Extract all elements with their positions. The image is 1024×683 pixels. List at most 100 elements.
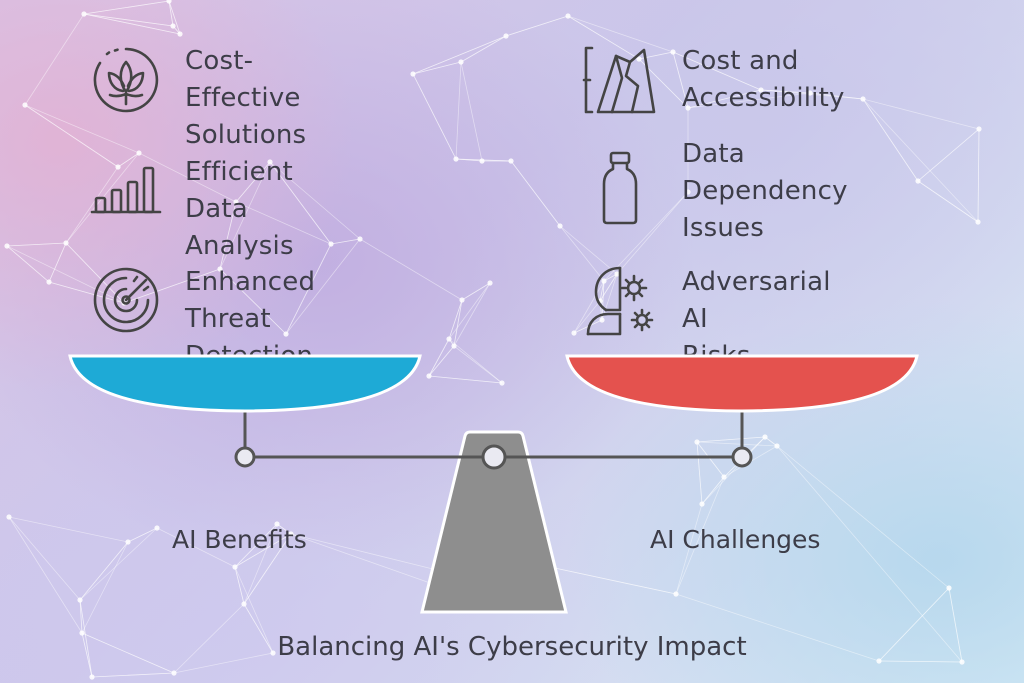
network-line (243, 603, 274, 654)
network-node (453, 156, 459, 162)
bottle-icon (582, 150, 658, 226)
network-line (559, 225, 618, 275)
network-line (48, 281, 125, 304)
network-node (22, 102, 28, 108)
network-line (6, 245, 50, 283)
network-line (234, 523, 278, 568)
network-node (136, 150, 142, 156)
network-node (89, 674, 95, 680)
network-line (8, 516, 81, 601)
network-line (243, 523, 278, 605)
network-line (79, 599, 83, 634)
network-line (696, 441, 778, 447)
network-line (81, 632, 175, 674)
network-line (81, 632, 93, 678)
benefit-label: Cost-Effective Solutions (185, 46, 307, 150)
benefits-side-label: AI Benefits (172, 525, 307, 554)
network-line (760, 89, 811, 94)
network-line (219, 268, 287, 335)
network-line (83, 0, 170, 15)
network-line (428, 338, 450, 377)
network-line (81, 541, 129, 634)
network-line (65, 242, 125, 304)
network-node (125, 539, 131, 545)
network-line (448, 338, 503, 384)
network-node (217, 266, 223, 272)
network-node (601, 278, 607, 284)
network-node (170, 23, 176, 29)
network-line (672, 51, 762, 91)
network-line (599, 273, 618, 302)
network-line (599, 280, 605, 302)
network-line (91, 672, 175, 678)
beam-right-joint (731, 446, 753, 468)
network-line (453, 345, 503, 384)
network-line (412, 73, 457, 160)
network-line (948, 587, 963, 663)
network-line (235, 161, 271, 203)
network-line (91, 672, 175, 678)
network-line (573, 280, 605, 334)
network-node (177, 31, 183, 37)
network-line (79, 599, 83, 634)
network-line (878, 660, 963, 663)
network-line (156, 527, 236, 568)
network-line (448, 282, 491, 340)
network-line (123, 268, 221, 304)
network-line (81, 632, 175, 674)
mountain-bracket-icon (582, 42, 658, 118)
network-line (173, 603, 245, 674)
network-line (603, 191, 689, 282)
network-line (234, 533, 292, 568)
network-node (571, 330, 577, 336)
network-line (276, 523, 292, 535)
network-line (696, 436, 766, 443)
network-line (862, 98, 919, 182)
network-line (701, 476, 725, 505)
network-line (977, 128, 980, 223)
network-line (672, 51, 762, 91)
network-line (687, 89, 762, 109)
network-line (696, 441, 725, 478)
network-line (24, 104, 140, 154)
network-line (219, 268, 287, 335)
fulcrum-base (420, 430, 568, 614)
network-line (453, 299, 463, 347)
network-line (219, 201, 237, 270)
network-line (675, 593, 880, 662)
radar-icon (88, 262, 164, 338)
network-line (243, 603, 274, 654)
network-line (285, 243, 332, 335)
network-node (46, 279, 52, 285)
network-node (115, 164, 121, 170)
network-line (412, 35, 507, 75)
network-line (83, 13, 174, 27)
network-node (270, 650, 276, 656)
network-line (234, 523, 278, 568)
network-node (241, 601, 247, 607)
network-line (701, 476, 725, 505)
network-line (276, 523, 292, 535)
network-line (809, 92, 864, 100)
benefits-pan (68, 354, 422, 413)
network-line (234, 566, 245, 605)
network-line (878, 587, 950, 662)
network-node (976, 126, 982, 132)
network-node (63, 240, 69, 246)
network-line (549, 566, 677, 595)
network-line (573, 300, 601, 334)
network-line (675, 503, 703, 595)
network-line (428, 375, 503, 384)
network-line (269, 161, 332, 245)
network-line (48, 242, 67, 283)
network-node (673, 591, 679, 597)
network-line (977, 128, 980, 223)
network-line (24, 104, 119, 168)
network-line (453, 299, 463, 347)
network-node (288, 531, 294, 537)
network-node (446, 336, 452, 342)
network-node (77, 597, 83, 603)
network-line (412, 61, 462, 75)
